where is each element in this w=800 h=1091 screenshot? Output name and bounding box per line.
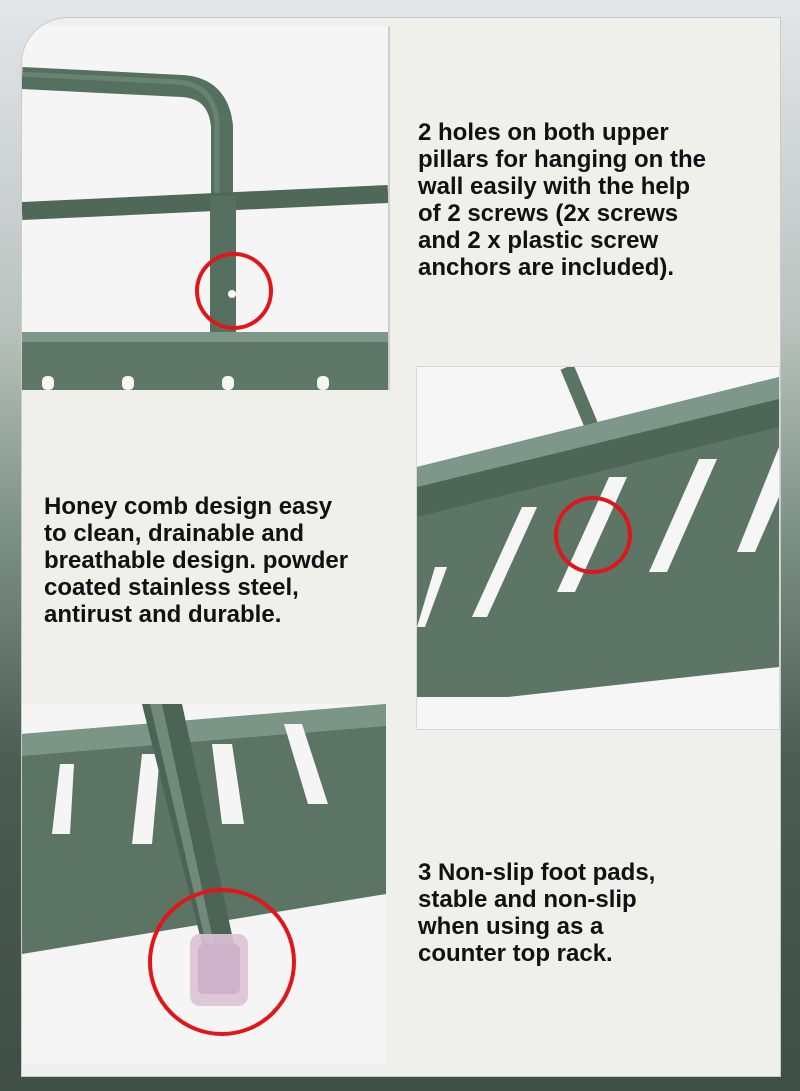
caption-foot-pads: 3 Non-slip foot pads, stable and non-sli… — [418, 859, 656, 967]
honeycomb-slot-photo — [416, 366, 780, 730]
caption-wall-mount: 2 holes on both upper pillars for hangin… — [418, 119, 706, 281]
caption-honeycomb: Honey comb design easy to clean, drainab… — [44, 493, 349, 628]
feature-card: 2 holes on both upper pillars for hangin… — [22, 18, 780, 1076]
foot-pad-photo — [22, 704, 386, 1064]
wall-mount-hole-photo — [22, 26, 388, 390]
highlight-circle — [195, 252, 273, 330]
highlight-circle — [148, 888, 296, 1036]
highlight-circle — [554, 496, 632, 574]
